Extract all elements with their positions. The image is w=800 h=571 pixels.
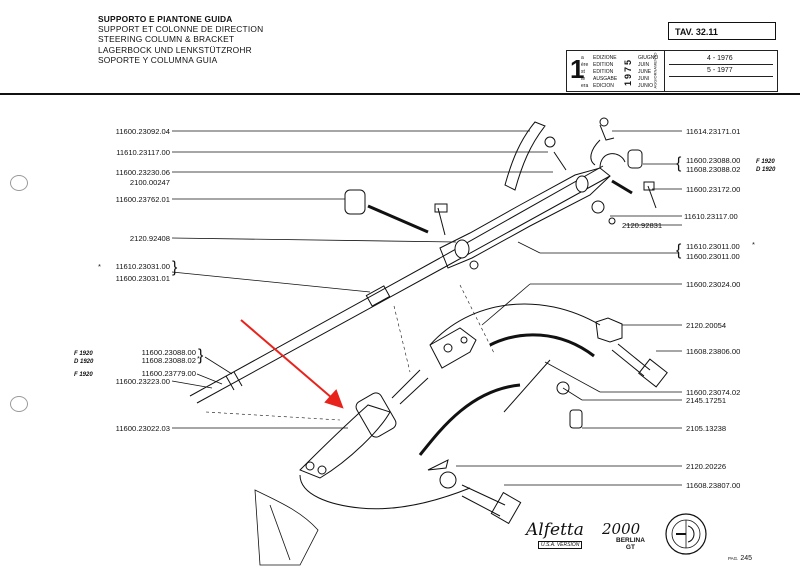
alfa-romeo-badge-icon — [665, 513, 707, 555]
part-number-left: 11600.23031.01 — [115, 274, 170, 283]
edition-month: JUNE — [638, 69, 652, 75]
drive-shaft-stub — [254, 489, 319, 566]
market-note: D 1920 — [756, 167, 776, 173]
brace: { — [676, 242, 682, 259]
binder-hole — [10, 396, 28, 412]
part-number-right: 2105.13238 — [686, 424, 727, 433]
assembly-guides — [205, 284, 495, 421]
page-number: PAG. 245 — [728, 555, 752, 562]
brace: { — [676, 155, 682, 172]
body-style-line: GT — [625, 544, 635, 551]
edition-ordinal: a — [581, 55, 584, 61]
part-number-left: 11600.23223.00 — [115, 377, 170, 386]
page-number-value: 245 — [740, 555, 753, 562]
steering-column — [189, 165, 611, 404]
brace: } — [172, 259, 178, 276]
right-hardware — [427, 317, 668, 525]
part-number-right: 11600.23088.00 — [686, 156, 741, 165]
alfetta-logo: Alfetta — [526, 520, 584, 540]
update-rule — [669, 76, 773, 77]
part-number-left: 11600.23230.06 — [115, 168, 170, 177]
edition-ordinal: ère — [581, 62, 589, 68]
edition-word: EDICION — [593, 83, 614, 89]
part-number-right: 2120.20054 — [686, 321, 727, 330]
part-number-left: 11600.23779.00 — [141, 369, 196, 378]
update-date: 5 - 1977 — [707, 67, 733, 74]
edition-number: 1 — [570, 54, 585, 84]
edition-word: EDITION — [593, 69, 614, 75]
part-number-left: 11600.23762.01 — [115, 195, 170, 204]
edition-word: EDITION — [593, 62, 614, 68]
body-style-line: BERLINA — [616, 537, 645, 544]
edition-month: JUIN — [638, 62, 650, 68]
edition-word: EDIZIONE — [593, 55, 617, 61]
part-number-left: 2120.92408 — [129, 234, 170, 243]
title-german: LAGERBOCK UND LENKSTÜTZROHR — [98, 44, 252, 55]
part-number-right: 11608.23088.02 — [686, 165, 741, 174]
part-number-left: 11608.23088.02 — [141, 356, 196, 365]
part-number-right: 11600.23024.00 — [686, 280, 741, 289]
title-spanish: SOPORTE Y COLUMNA GUIA — [98, 54, 218, 65]
page-label: PAG. — [728, 556, 739, 561]
model-label: 2000 — [602, 520, 641, 538]
edition-month: GIUGNO — [638, 55, 659, 61]
brace: } — [198, 347, 204, 364]
market-note: D 1920 — [74, 359, 94, 365]
market-note: F 1920 — [74, 372, 93, 378]
red-highlight-arrow — [240, 319, 344, 409]
edition-month: JUNIO — [638, 83, 653, 89]
asterisk-note: * — [197, 354, 200, 363]
part-number-right: 11614.23171.01 — [686, 127, 741, 136]
edition-word: AUSGABE — [593, 76, 618, 82]
body-style: BERLINA GT — [616, 537, 645, 551]
market-note: F 1920 — [756, 159, 775, 165]
part-number-left: 11600.23022.03 — [115, 424, 170, 433]
lower-joint — [299, 303, 601, 510]
assembly-arrows — [367, 179, 633, 456]
part-number-right: 2120.20226 — [686, 462, 727, 471]
part-number-left: 11600.23092.04 — [115, 127, 170, 136]
edition-divider — [664, 51, 665, 91]
usa-version-label: U.S.A. VERSION — [538, 541, 583, 549]
part-number-right: 11608.23806.00 — [686, 347, 741, 356]
part-number-right: 11610.23117.00 — [684, 212, 738, 221]
title-english: STEERING COLUMN & BRACKET — [98, 34, 235, 45]
market-note: F 1920 — [74, 351, 93, 357]
part-number-right: 11600.23074.02 — [686, 388, 741, 397]
part-number-right: 2145.17251 — [686, 396, 727, 405]
small-parts — [344, 117, 657, 270]
part-number-left: 11600.23088.00 — [141, 348, 196, 357]
leader-lines — [171, 130, 682, 486]
edition-ordinal: st — [581, 69, 585, 75]
header-rule — [0, 93, 800, 95]
part-number-right: 11600.23172.00 — [686, 185, 741, 194]
update-rule — [669, 64, 773, 65]
title-french: SUPPORT ET COLONNE DE DIRECTION — [98, 24, 264, 35]
column-bracket — [439, 153, 626, 269]
part-number-right: 11608.23807.00 — [686, 481, 741, 490]
asterisk-note: * — [752, 240, 755, 249]
part-number-right: 11610.23011.00 — [686, 242, 740, 251]
part-number-right: 2120.92831 — [622, 221, 663, 230]
title-block: SUPPORTO E PIANTONE GUIDA SUPPORT ET COL… — [98, 14, 263, 65]
part-number-left: 11610.23031.00 — [115, 262, 170, 271]
title-italian: SUPPORTO E PIANTONE GUIDA — [98, 14, 233, 24]
asterisk-note: * — [98, 262, 101, 271]
part-number-left: 2100.00247 — [129, 178, 170, 187]
part-number-left: 11610.23117.00 — [116, 148, 170, 157]
part-number-right: 11600.23011.00 — [686, 252, 740, 261]
table-reference: TAV. 32.11 — [668, 22, 776, 40]
edition-month: JUNI — [638, 76, 650, 82]
edition-box: 1 a ère st te era EDIZIONE EDITION EDITI… — [566, 50, 778, 92]
update-date: 4 - 1976 — [707, 55, 733, 62]
binder-hole — [10, 175, 28, 191]
edition-ordinal: te — [581, 76, 586, 82]
edition-ordinal: era — [581, 83, 589, 89]
